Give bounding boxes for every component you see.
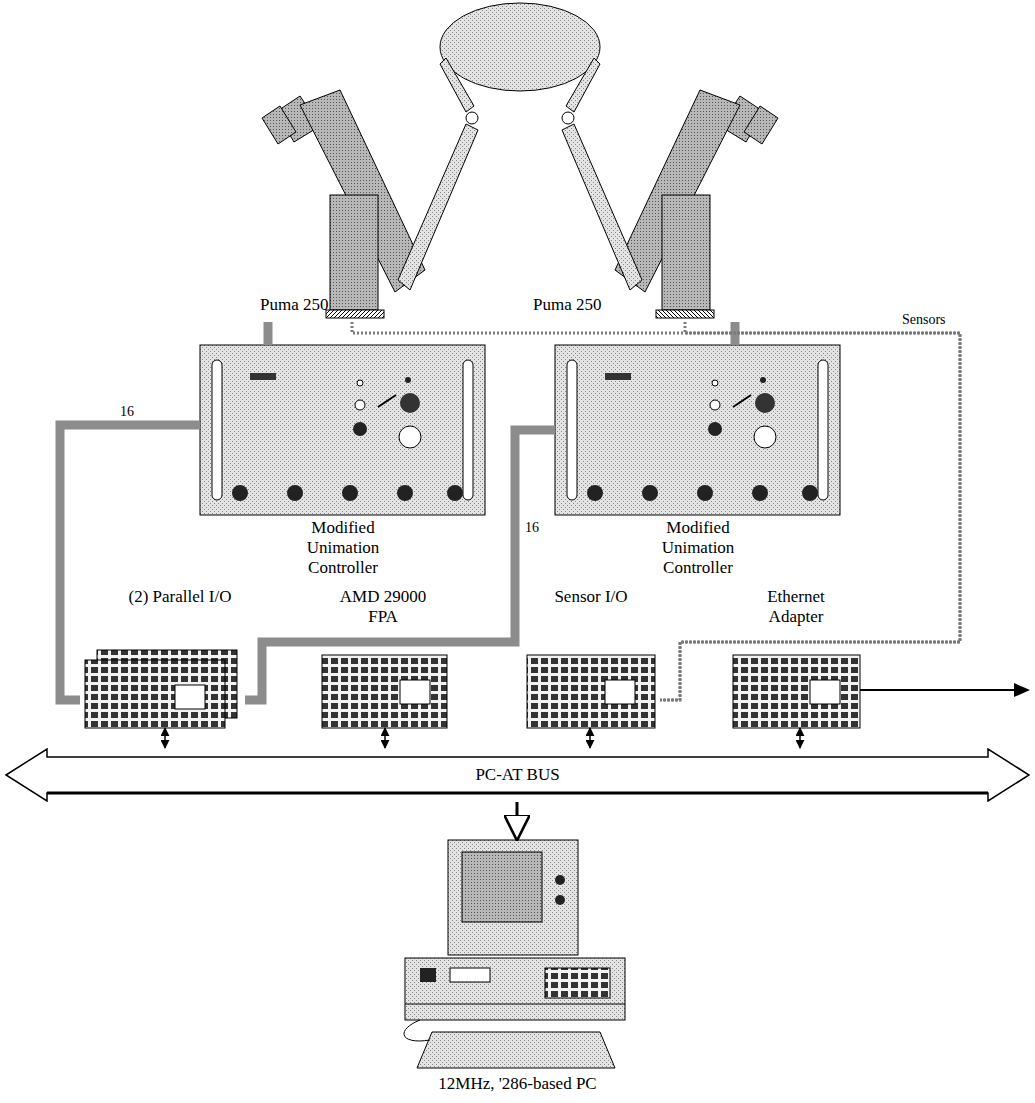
edge-label: 16: [523, 520, 541, 536]
node-label: Modified Unimation Controller: [287, 518, 399, 578]
node-label: 12MHz, '286-based PC: [395, 1074, 640, 1094]
controller-panel: [555, 345, 840, 515]
io-card: Ethernet Adapter: [728, 585, 863, 728]
io-card: (2) Parallel I/O: [80, 585, 245, 728]
cable-connector: [60, 425, 200, 700]
io-card: AMD 29000 FPA: [318, 585, 448, 728]
robot-arm: [562, 58, 778, 318]
io-card: Sensor I/O: [522, 585, 660, 728]
controller-box: Modified Unimation Controller: [200, 345, 485, 585]
node-label: Modified Unimation Controller: [642, 518, 754, 578]
node-label: PC-AT BUS: [5, 765, 1030, 785]
controller-panel: [200, 345, 485, 515]
bus-connector: [589, 728, 591, 748]
bus-connector: [799, 728, 801, 748]
node-label: Puma 250: [260, 295, 328, 315]
robot-label-area: Puma 250: [528, 100, 760, 322]
bus-band: PC-AT BUS: [5, 748, 1030, 802]
cable-connector: [264, 322, 273, 345]
node-label: AMD 29000 FPA: [333, 587, 433, 627]
bus-connector: [384, 728, 386, 748]
bus-connector: [164, 728, 166, 748]
node-label: Ethernet Adapter: [755, 587, 837, 627]
held-object: [440, 3, 600, 91]
bus-connector: [516, 802, 519, 838]
io-cards: [85, 650, 860, 728]
pc-computer: [404, 840, 625, 1068]
edge-label: Sensors: [900, 312, 948, 328]
sensor-wire: [352, 322, 960, 700]
robot-arm: [262, 58, 478, 318]
edge-label: 16: [118, 404, 136, 420]
ethernet-link: [860, 683, 1030, 697]
pc-box: 12MHz, '286-based PC: [395, 838, 640, 1096]
node-label: (2) Parallel I/O: [125, 587, 235, 607]
node-label: Sensor I/O: [551, 587, 631, 607]
node-label: Puma 250: [533, 295, 601, 315]
robot-label-area: Puma 250: [255, 100, 440, 322]
sensor-wire: [660, 322, 960, 700]
controller-box: Modified Unimation Controller: [555, 345, 840, 585]
cable-connector: [245, 430, 555, 700]
